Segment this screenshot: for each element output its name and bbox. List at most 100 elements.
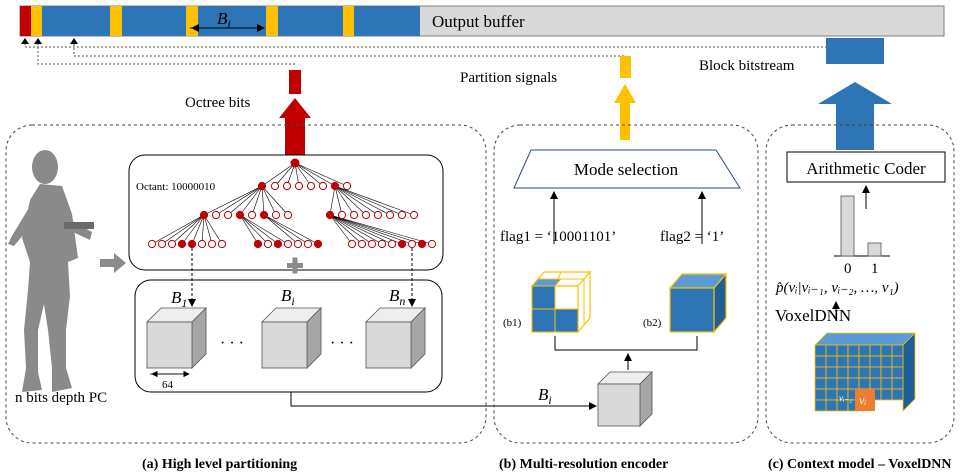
voxel-cell xyxy=(825,366,838,379)
octree-edge xyxy=(329,214,353,245)
octree-node xyxy=(409,210,419,220)
octree-node xyxy=(318,181,328,191)
prob-bar-one xyxy=(867,242,882,257)
voxel-cell xyxy=(880,366,893,379)
ellipsis-left: · · · xyxy=(220,335,244,352)
voxeldnn-label: VoxelDNN xyxy=(775,306,851,325)
octree-edge xyxy=(294,162,348,187)
octree-edge xyxy=(261,185,277,216)
octree-node xyxy=(377,239,387,249)
octree-node xyxy=(347,239,357,249)
octree-node xyxy=(197,239,207,249)
octree-edge xyxy=(329,214,423,245)
octree-node xyxy=(270,181,280,191)
solid-cube-icon xyxy=(668,272,728,334)
octree-node xyxy=(373,210,383,220)
buffer-block-label: Bi xyxy=(217,9,231,31)
partition-return-path xyxy=(73,40,624,57)
octree-edge xyxy=(329,214,403,245)
gray-flow-arrow xyxy=(100,253,126,273)
cube-block-middle xyxy=(261,307,322,369)
voxel-cell xyxy=(836,366,849,379)
partition-signal-block xyxy=(620,56,631,78)
plus-icon xyxy=(287,257,303,274)
panel-b-caption: (b) Multi-resolution encoder xyxy=(499,457,668,472)
octree-edge xyxy=(151,214,205,245)
octree-edge xyxy=(334,185,355,216)
octree-edge xyxy=(294,162,336,187)
octree-node xyxy=(337,210,347,220)
octree-edge xyxy=(203,185,263,216)
octree-node xyxy=(290,158,300,168)
voxel-cell xyxy=(858,344,871,357)
voxel-cell xyxy=(858,355,871,368)
voxel-cell xyxy=(847,344,860,357)
block-size-label: 64 xyxy=(162,379,174,391)
octree-edge xyxy=(334,185,415,216)
buffer-partition-segment xyxy=(31,6,42,36)
octree-edge xyxy=(239,214,279,245)
octree-node xyxy=(217,239,227,249)
octree-edge xyxy=(203,214,213,245)
octree-edge xyxy=(263,214,319,245)
mode-selection-label: Mode selection xyxy=(574,160,679,179)
partition-signal-arrow xyxy=(614,84,636,140)
voxel-cell xyxy=(814,366,827,379)
voxel-grid-icon xyxy=(814,332,916,412)
cube-block-last xyxy=(365,307,426,369)
octree-node xyxy=(385,210,395,220)
octree-node xyxy=(313,239,323,249)
voxel-cell xyxy=(869,355,882,368)
buffer-partition-segment xyxy=(266,6,278,36)
voxel-cell xyxy=(814,388,827,401)
octree-bits-block xyxy=(289,70,301,94)
octree-node xyxy=(283,210,293,220)
previous-voxel-label: vᵢ₋₁ xyxy=(839,393,852,403)
buffer-octree-segment xyxy=(20,6,31,36)
octree-node xyxy=(177,239,187,249)
octree-edge xyxy=(181,214,205,245)
panel-c-border xyxy=(765,124,955,444)
octree-node xyxy=(259,210,269,220)
octree-edge xyxy=(329,214,413,245)
octree-edge xyxy=(334,185,343,216)
current-voxel xyxy=(855,389,875,411)
octree-node xyxy=(325,210,335,220)
block-bitstream-block xyxy=(826,38,884,64)
block-label-last: Bn xyxy=(389,286,405,308)
octree-edge xyxy=(329,185,336,216)
bitstream-return-path xyxy=(24,40,855,52)
block-label-first: B1 xyxy=(171,288,187,310)
voxel-cell xyxy=(836,344,849,357)
panel-a-border xyxy=(5,124,487,444)
octree-node xyxy=(367,239,377,249)
output-buffer-label: Output buffer xyxy=(432,12,525,31)
octree-edge xyxy=(215,185,263,216)
octree-edge xyxy=(334,185,367,216)
voxel-cell xyxy=(825,344,838,357)
octree-edge xyxy=(334,185,403,216)
octree-edge xyxy=(334,185,379,216)
octree-node xyxy=(199,210,209,220)
options-bracket xyxy=(554,336,698,351)
octree-node xyxy=(257,181,267,191)
octree-node xyxy=(387,239,397,249)
voxel-cell xyxy=(891,355,904,368)
point-cloud-person-icon xyxy=(8,150,94,392)
output-buffer: Output buffer Bi xyxy=(19,5,945,37)
voxel-cell xyxy=(814,344,827,357)
voxel-cell xyxy=(891,388,904,401)
octree-edge xyxy=(329,214,433,245)
voxel-cell xyxy=(869,377,882,390)
octree-node xyxy=(207,239,217,249)
octree-node xyxy=(263,239,273,249)
octree-node xyxy=(211,210,221,220)
octree-edge xyxy=(239,214,259,245)
voxel-cell xyxy=(891,377,904,390)
prob-bar-label-one: 1 xyxy=(871,261,879,277)
octree-edge xyxy=(261,162,296,187)
octree-node xyxy=(271,210,281,220)
block-bitstream-arrow xyxy=(818,82,892,150)
subdivided-cube-icon xyxy=(530,270,592,334)
octree-edge xyxy=(203,214,223,245)
